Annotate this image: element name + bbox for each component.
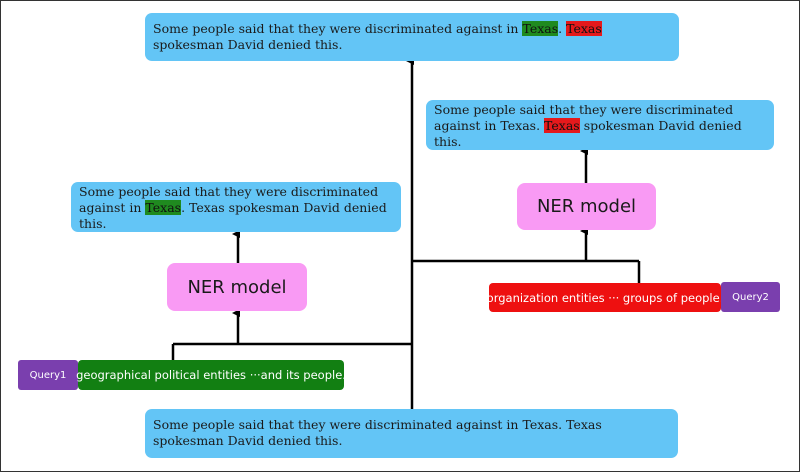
merged-text-after: spokesman David denied this. xyxy=(153,37,343,52)
left-text-after: . Texas spokesman David denied this. xyxy=(79,200,387,231)
query1-tag: Query1 xyxy=(18,360,78,390)
merged-text-before: Some people said that they were discrimi… xyxy=(153,21,523,36)
right-text-before: Some people said that they were discrimi… xyxy=(434,102,734,133)
left-text-before: Some people said that they were discrimi… xyxy=(79,184,379,215)
merged-entity-org: Texas xyxy=(566,21,602,36)
input-sentence: Some people said that they were discrimi… xyxy=(145,409,678,458)
query1-text: geographical political entities ···and i… xyxy=(76,360,346,390)
right-text-after: spokesman David denied this. xyxy=(434,118,742,149)
ner-model-right: NER model xyxy=(517,183,656,230)
right-entity-org: Texas xyxy=(544,118,580,133)
left-entity-gpe: Texas xyxy=(145,200,182,215)
query2-text: organization entities ··· groups of peop… xyxy=(487,283,723,312)
query2-tag: Query2 xyxy=(721,282,780,312)
left-output-sentence: Some people said that they were discrimi… xyxy=(71,182,401,232)
right-output-sentence: Some people said that they were discrimi… xyxy=(426,100,774,150)
merged-text-middle: . xyxy=(558,21,567,36)
ner-model-left: NER model xyxy=(167,263,307,311)
merged-entity-gpe: Texas xyxy=(522,21,559,36)
merged-output-sentence: Some people said that they were discrimi… xyxy=(145,13,679,61)
